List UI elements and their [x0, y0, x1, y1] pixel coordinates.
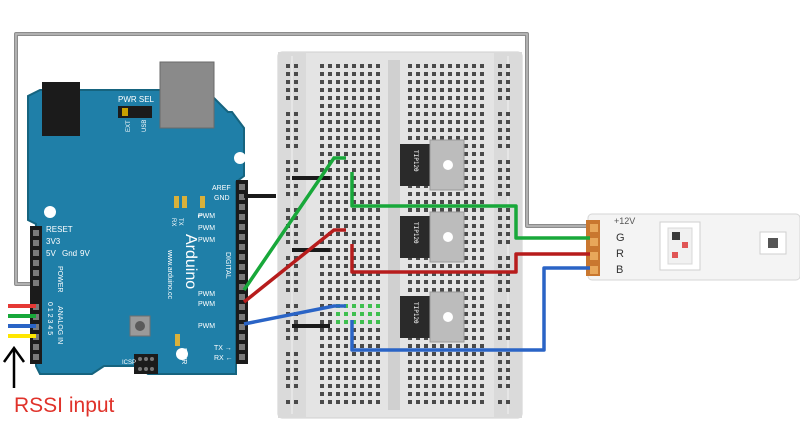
rssi-input-label: RSSI input — [14, 394, 115, 417]
pwm-label-10: PWM — [198, 225, 215, 232]
tx-led-label: TX — [177, 218, 183, 226]
vin-label: 9V — [80, 249, 90, 258]
pwm-label-6: PWM — [198, 291, 215, 298]
pwr-led-label: PWR — [180, 348, 187, 364]
gnd-label: GND — [214, 195, 230, 202]
tx-pin-label: TX → — [214, 345, 232, 352]
pwm-label-3: PWM — [198, 323, 215, 330]
usb-port — [159, 61, 215, 129]
strip-pin-12v: +12V — [614, 216, 635, 226]
digital-label: DIGITAL — [224, 252, 231, 279]
transistor-1-label: TIP120 — [412, 150, 419, 172]
transistor-2: TIP120 — [400, 211, 465, 263]
pwm-label-5: PWM — [198, 301, 215, 308]
transistor-2-label: TIP120 — [412, 222, 419, 244]
analog-in-label: ANALOG IN — [56, 306, 63, 344]
transistor-3: TIP120 — [400, 291, 465, 343]
green-wire — [242, 156, 346, 291]
led-strip: +12V G R B — [586, 213, 800, 281]
5v-label: 5V — [46, 249, 56, 258]
reset-label: RESET — [46, 225, 73, 234]
l-led-label: L — [196, 214, 203, 218]
ext-label: EXT — [126, 120, 132, 132]
rx-led-label: RX — [170, 218, 176, 226]
green-strip-wire — [350, 172, 590, 240]
arduino-url: www.arduino.cc — [166, 249, 173, 300]
red-strip-wire — [350, 244, 590, 274]
pwm-label-11: PWM — [198, 213, 215, 220]
red-wire — [242, 228, 346, 304]
aref-label: AREF — [212, 185, 231, 192]
power-analog-header — [30, 226, 42, 364]
blue-strip-wire — [350, 266, 590, 352]
strip-pin-r: R — [616, 248, 624, 260]
analog-numbers: 0 1 2 3 4 5 — [46, 302, 53, 335]
arduino-board: PWR SEL EXT USB TX RX L AREF GND Arduino… — [27, 61, 248, 375]
rssi-input-wires — [8, 304, 36, 338]
blue-wire — [243, 304, 346, 326]
up-arrow-icon — [2, 345, 26, 388]
power-label: POWER — [56, 266, 63, 292]
rx-pin-label: RX ← — [214, 355, 233, 362]
transistor-1: TIP120 — [400, 139, 465, 191]
power-jack — [42, 82, 80, 136]
usb-label: USB — [142, 120, 148, 132]
transistor-3-label: TIP120 — [412, 302, 419, 324]
strip-pin-g: G — [616, 232, 625, 244]
pwm-label-9: PWM — [198, 237, 215, 244]
icsp-label: ICSP — [122, 360, 136, 366]
pwr-sel-label: PWR SEL — [118, 95, 155, 104]
gnd-pins-label: Gnd — [62, 249, 77, 258]
3v3-label: 3V3 — [46, 237, 61, 246]
arduino-brand: Arduino — [182, 234, 199, 289]
strip-pin-b: B — [616, 264, 623, 276]
